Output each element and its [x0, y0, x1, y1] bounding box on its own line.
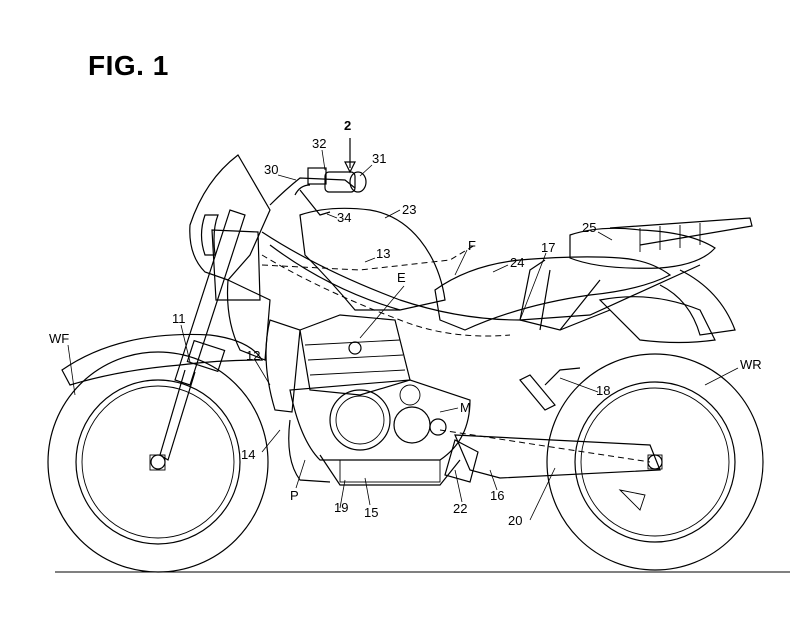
- label-18: 18: [596, 383, 610, 398]
- rear-wheel: [546, 353, 764, 571]
- label-14: 14: [241, 447, 255, 462]
- label-2: 2: [344, 118, 351, 133]
- front-fender: [61, 333, 264, 386]
- radiator: [265, 319, 301, 413]
- label-11: 11: [172, 311, 186, 326]
- label-12: 12: [246, 348, 260, 363]
- leader-lines: [67, 138, 739, 521]
- rear-shock: [519, 374, 556, 411]
- front-fork: [159, 209, 261, 461]
- label-E: E: [397, 270, 406, 285]
- swing-arm: [454, 434, 661, 479]
- rear-carrier: [569, 217, 753, 336]
- label-M: M: [460, 400, 471, 415]
- label-P: P: [290, 488, 299, 503]
- label-F: F: [468, 238, 476, 253]
- label-23: 23: [402, 202, 416, 217]
- label-16: 16: [490, 488, 504, 503]
- front-wheel: [47, 351, 269, 573]
- label-32: 32: [312, 136, 326, 151]
- seat: [434, 256, 672, 331]
- label-34: 34: [337, 210, 351, 225]
- engine: [289, 314, 471, 486]
- shock-link: [544, 367, 581, 386]
- label-15: 15: [364, 505, 378, 520]
- figure-title: FIG. 1: [88, 50, 169, 81]
- label-17: 17: [541, 240, 555, 255]
- step-bracket: [444, 439, 479, 483]
- fuel-tank: [299, 207, 446, 311]
- main-frame: [261, 231, 701, 337]
- label-24: 24: [510, 255, 524, 270]
- swing-arm-axis: [439, 429, 651, 463]
- label-31: 31: [372, 151, 386, 166]
- label-19: 19: [334, 500, 348, 515]
- label-30: 30: [264, 162, 278, 177]
- exhaust-pipe: [288, 419, 331, 483]
- label-20: 20: [508, 513, 522, 528]
- handlebar: [269, 167, 367, 216]
- label-WR: WR: [740, 357, 762, 372]
- side-cover: [598, 296, 716, 344]
- label-22: 22: [453, 501, 467, 516]
- label-WF: WF: [49, 331, 69, 346]
- label-13: 13: [376, 246, 390, 261]
- front-cowl: [189, 154, 271, 361]
- label-25: 25: [582, 220, 596, 235]
